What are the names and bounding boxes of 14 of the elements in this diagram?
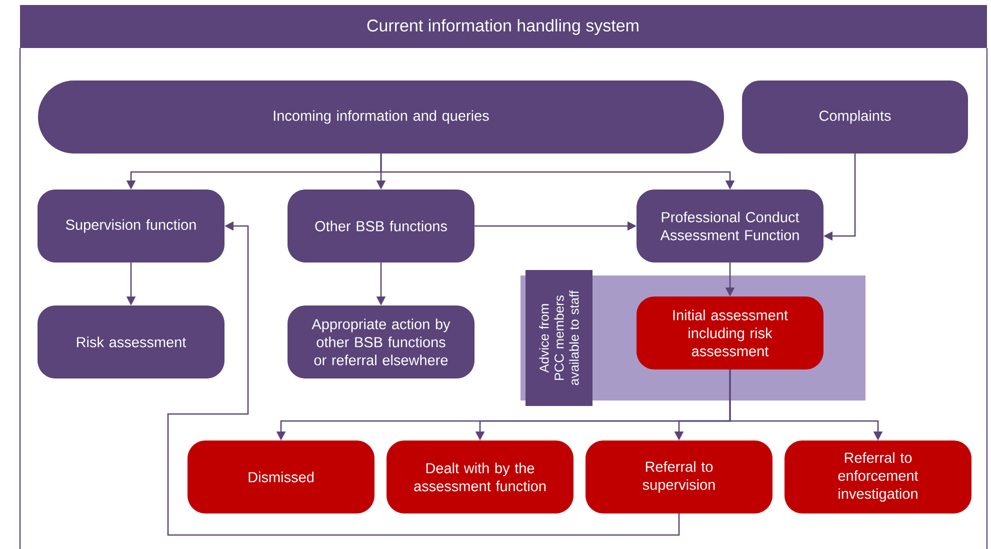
rounded-box: Initial assessment including risk assessment	[636, 296, 824, 370]
rounded-box: Dealt with by the assessment function	[386, 440, 574, 514]
rounded-box: Other BSB functions	[288, 190, 474, 262]
rounded-box: Appropriate action by other BSB functions or referral elsewhere	[288, 306, 474, 378]
title-bar: Current information handling system	[20, 5, 987, 48]
rounded-box: Professional Conduct Assessment Function	[636, 190, 824, 262]
sidebar-box: Advice from PCC members available to staff	[526, 270, 592, 406]
rounded-box: Supervision function	[38, 190, 224, 262]
rounded-box: Risk assessment	[38, 306, 224, 378]
rounded-box: Dismissed	[188, 440, 374, 514]
pill-box: Incoming information and queries	[38, 80, 724, 154]
rounded-box: Referral to enforcement investigation	[784, 440, 972, 514]
rounded-box: Referral to supervision	[586, 440, 772, 514]
rounded-box: Complaints	[742, 80, 968, 154]
